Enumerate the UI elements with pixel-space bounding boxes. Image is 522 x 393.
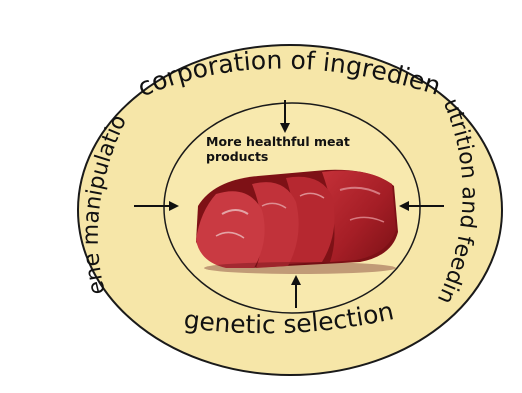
raw-beef-slices-image (196, 170, 398, 274)
